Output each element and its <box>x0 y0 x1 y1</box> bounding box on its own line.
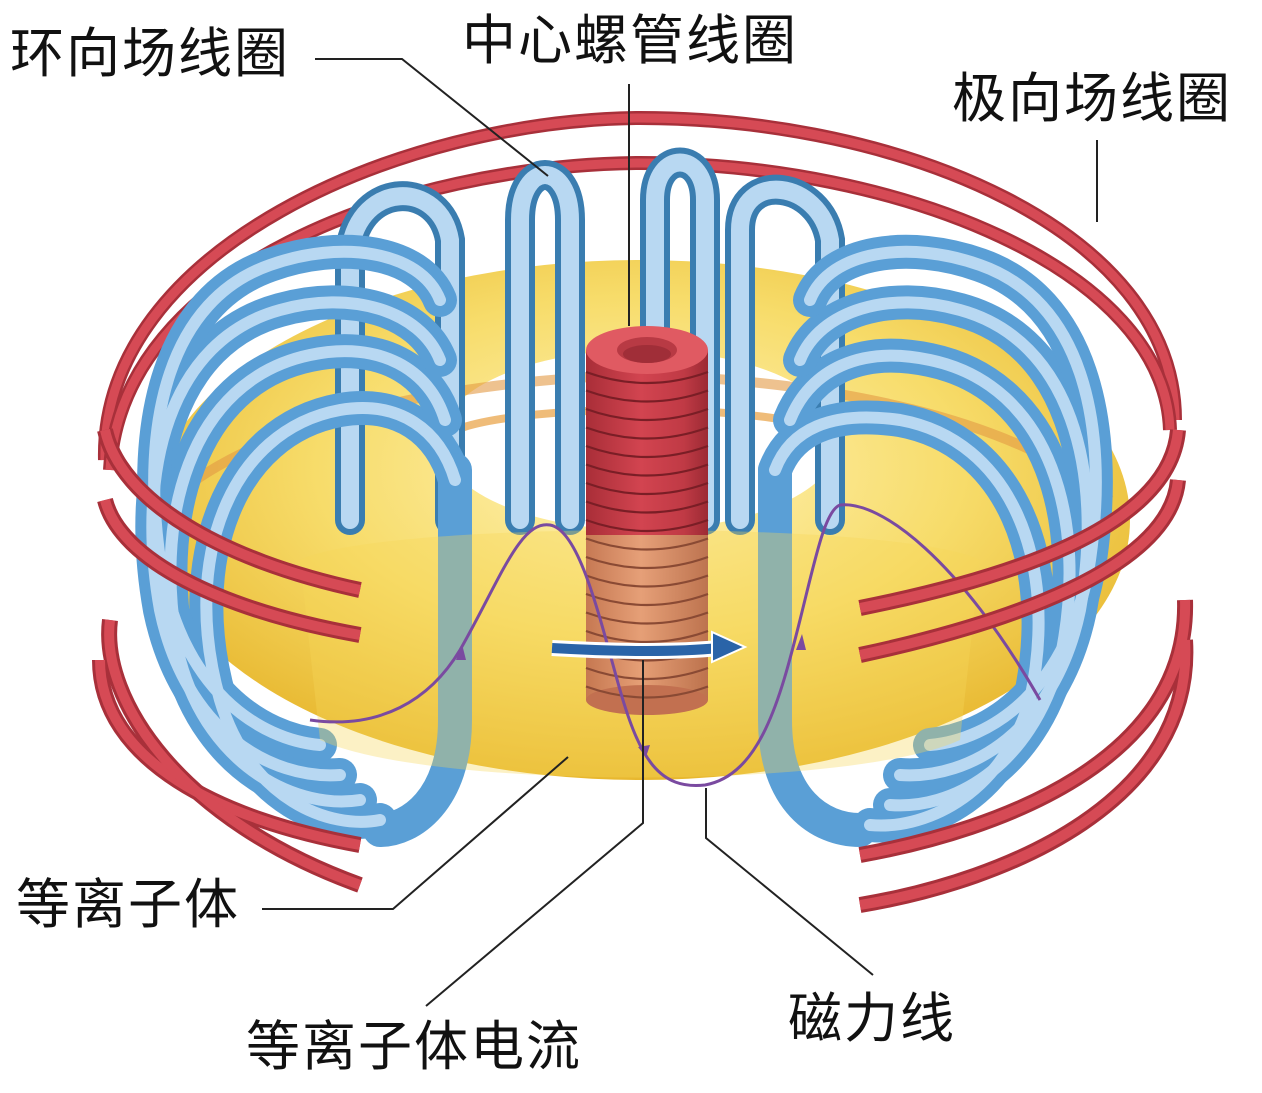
label-magnetic-field-line: 磁力线 <box>788 987 956 1050</box>
leader-plasma-current <box>425 660 644 1007</box>
solenoid-winding <box>585 685 709 699</box>
label-toroidal-field-coil: 环向场线圈 <box>10 22 290 85</box>
solenoid-winding <box>585 666 709 681</box>
label-plasma-current: 等离子体电流 <box>246 1015 582 1078</box>
leader-plasma <box>262 756 569 910</box>
label-central-solenoid: 中心螺管线圈 <box>462 9 798 72</box>
solenoid-winding <box>585 518 709 533</box>
central-solenoid <box>585 326 709 715</box>
leader-lines <box>262 58 1098 1007</box>
solenoid-winding <box>585 463 709 477</box>
solenoid-winding <box>585 481 709 496</box>
label-plasma: 等离子体 <box>16 873 240 936</box>
solenoid-winding <box>585 574 709 588</box>
solenoid-winding <box>585 500 709 514</box>
solenoid-winding <box>585 444 709 459</box>
leader-toroidal-field-coil <box>315 58 549 177</box>
solenoid-winding <box>585 537 709 551</box>
solenoid-winding <box>585 426 709 440</box>
plasma-current-arrow <box>551 630 748 664</box>
solenoid-winding <box>585 629 709 644</box>
label-poloidal-field-coil: 极向场线圈 <box>952 67 1232 130</box>
poloidal-field-coils-front <box>92 428 1194 913</box>
solenoid-winding <box>585 370 709 385</box>
leader-magnetic-field-line <box>705 788 874 976</box>
solenoid-winding <box>585 592 709 607</box>
magnetic-field-line <box>309 503 1042 788</box>
solenoid-winding <box>585 407 709 422</box>
solenoid-winding <box>585 389 709 403</box>
solenoid-winding <box>585 555 709 570</box>
